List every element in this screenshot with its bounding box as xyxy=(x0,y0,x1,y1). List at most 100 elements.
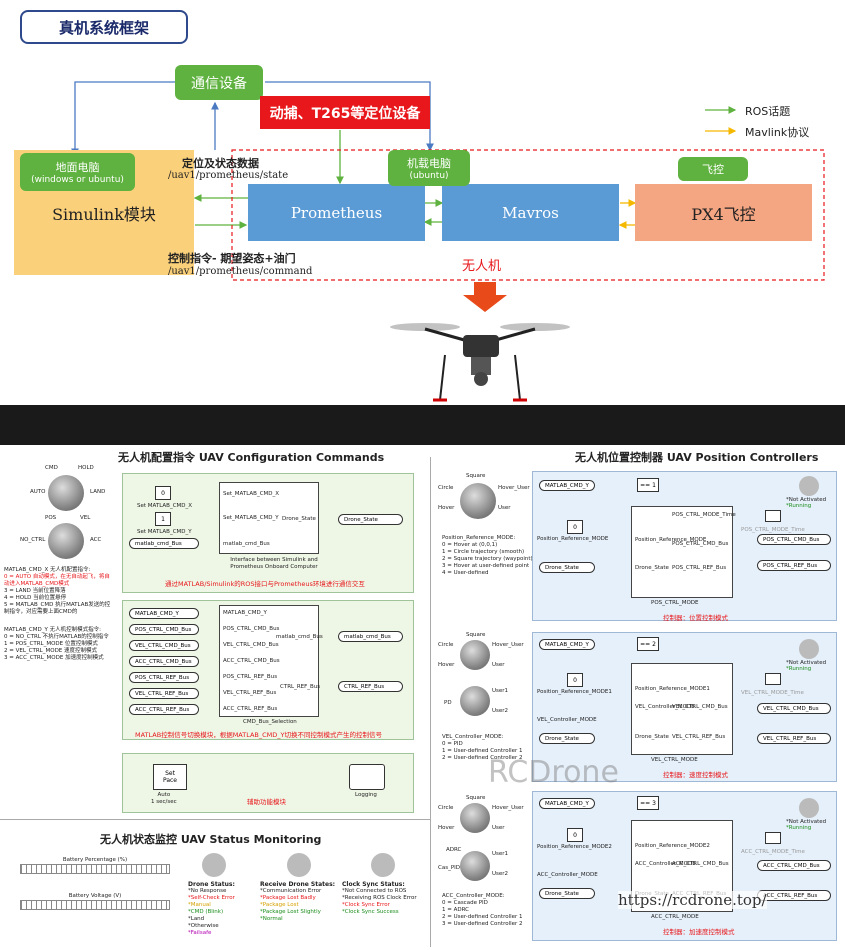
drone-status-legend: Drone Status: *No Response *Self-Check E… xyxy=(188,881,235,936)
vel-display-block[interactable] xyxy=(765,673,781,685)
vel-ctrl-mode-block[interactable]: Position_Reference_MODE1 VEL_CTRL_CMD_Bu… xyxy=(631,663,733,755)
drone-status-lamp xyxy=(202,853,226,877)
mavros-box: Mavros xyxy=(442,184,619,241)
acc-status-lamp xyxy=(799,798,819,818)
const-block-1[interactable]: 1 xyxy=(155,512,171,526)
acc-ref-mode-knob[interactable] xyxy=(460,803,490,833)
set-pace-block[interactable]: Set Pace xyxy=(153,764,187,790)
pos-controller-note: 控制器：位置控制模式 xyxy=(663,614,728,622)
pos-ref-mode-knob[interactable] xyxy=(460,483,496,519)
interface-note: 通过MATLAB/Simulink的ROS接口与Prometheus环境进行通信… xyxy=(165,580,365,588)
vel-mode-description: VEL_Controller_MODE: 0 = PID 1 = User-de… xyxy=(442,734,523,761)
pos-controller-panel: MATLAB_CMD_Y == 1 0 Position_Reference_M… xyxy=(532,471,837,622)
pos-ctrl-mode-caption: POS_CTRL_MODE xyxy=(651,600,699,606)
pos-controller-row: Square Circle Hover_User Hover User Posi… xyxy=(436,465,841,625)
cmd-bus-selection-panel: MATLAB_CMD_Y POS_CTRL_CMD_Bus VEL_CTRL_C… xyxy=(122,600,414,740)
vel-matlab-cmd-y-input[interactable]: MATLAB_CMD_Y xyxy=(539,639,595,650)
input-pos-ctrl-ref[interactable]: POS_CTRL_REF_Bus xyxy=(129,672,199,683)
simulink-label: Simulink模块 xyxy=(52,205,156,224)
set-y-label: Set MATLAB_CMD_Y xyxy=(137,529,192,535)
vel-ctrl-mode-caption: VEL_CTRL_MODE xyxy=(651,757,698,763)
acc-matlab-cmd-y-input[interactable]: MATLAB_CMD_Y xyxy=(539,798,595,809)
system-framework-diagram: 真机系统框架 通信设备 动捕、T265等定位设备 Simuli xyxy=(0,0,845,405)
cmd-bus-caption: CMD_Bus_Selection xyxy=(243,719,297,725)
const-block-0[interactable]: 0 xyxy=(155,486,171,500)
set-x-label: Set MATLAB_CMD_X xyxy=(137,503,193,509)
battery-voltage-gauge: Battery Voltage (V) xyxy=(20,893,170,915)
uav-label: 无人机 xyxy=(462,259,502,274)
logging-block[interactable] xyxy=(349,764,385,790)
state-data-label: 定位及状态数据 xyxy=(182,157,259,170)
interface-block[interactable]: Set_MATLAB_CMD_X Set_MATLAB_CMD_Y matlab… xyxy=(219,482,319,554)
divider-band xyxy=(0,405,845,445)
ctrl-ref-bus-output[interactable]: CTRL_REF_Bus xyxy=(338,681,403,692)
matlab-cmd-bus-input[interactable]: matlab_cmd_Bus xyxy=(129,538,199,549)
input-matlab-cmd-y[interactable]: MATLAB_CMD_Y xyxy=(129,608,199,619)
matlab-cmd-bus-output[interactable]: matlab_cmd_Bus xyxy=(338,631,403,642)
cmd-topic-label: /uav1/prometheus/command xyxy=(168,266,313,277)
cmd-bus-note: MATLAB控制信号切换模块，根据MATLAB_CMD_Y切换不同控制模式产生的… xyxy=(135,731,383,739)
ground-pc-sub: (windows or ubuntu) xyxy=(31,175,124,185)
knob1-label-auto: AUTO xyxy=(30,489,46,495)
pos-drone-state-input[interactable]: Drone_State xyxy=(539,562,595,573)
pos-ctrl-cmd-output[interactable]: POS_CTRL_CMD_Bus xyxy=(757,534,831,545)
pos-matlab-cmd-y-input[interactable]: MATLAB_CMD_Y xyxy=(539,480,595,491)
aux-note: 辅助功能模块 xyxy=(247,798,286,806)
acc-controller-mode-knob[interactable] xyxy=(460,851,490,881)
input-acc-ctrl-ref[interactable]: ACC_CTRL_REF_Bus xyxy=(129,704,199,715)
vertical-divider xyxy=(430,457,431,947)
px4-box: PX4飞控 xyxy=(635,184,812,241)
source-url: https://rcdrone.top/ xyxy=(618,891,767,909)
acc-ctrl-ref-output[interactable]: ACC_CTRL_REF_Bus xyxy=(757,890,831,901)
knob2-label-vel: VEL xyxy=(80,515,91,521)
horizontal-divider xyxy=(0,819,430,820)
vel-drone-state-input[interactable]: Drone_State xyxy=(539,733,595,744)
legend-ros: ROS话题 xyxy=(745,105,791,118)
vel-ctrl-ref-output[interactable]: VEL_CTRL_REF_Bus xyxy=(757,733,831,744)
acc-display-block[interactable] xyxy=(765,832,781,844)
controllers-area: Square Circle Hover_User Hover User Posi… xyxy=(436,465,841,945)
cmd-x-knob[interactable] xyxy=(48,475,84,511)
vel-controller-note: 控制器：速度控制模式 xyxy=(663,771,728,779)
battery-percentage-gauge: Battery Percentage (%) xyxy=(20,857,170,879)
knob2-label-pos: POS xyxy=(45,515,57,521)
vel-ctrl-cmd-output[interactable]: VEL_CTRL_CMD_Bus xyxy=(757,703,831,714)
pos-display-block[interactable] xyxy=(765,510,781,522)
receive-states-legend: Receive Drone States: *Communication Err… xyxy=(260,881,336,922)
cmd-bus-selection-block[interactable]: MATLAB_CMD_Y POS_CTRL_CMD_Bus VEL_CTRL_C… xyxy=(219,605,323,717)
acc-drone-state-input[interactable]: Drone_State xyxy=(539,888,595,899)
vel-ref-mode-knob[interactable] xyxy=(460,640,490,670)
acc-mode-description: ACC_Controller_MODE: 0 = Cascade PID 1 =… xyxy=(442,893,523,927)
input-vel-ctrl-cmd[interactable]: VEL_CTRL_CMD_Bus xyxy=(129,640,199,651)
clock-sync-legend: Clock Sync Status: *Not Connected to ROS… xyxy=(342,881,417,915)
pace-auto-label: Auto 1 sec/sec xyxy=(151,792,177,805)
cmd-y-knob[interactable] xyxy=(48,523,84,559)
knob2-label-acc: ACC xyxy=(90,537,102,543)
mocap-box: 动捕、T265等定位设备 xyxy=(260,96,430,129)
acc-ctrl-cmd-output[interactable]: ACC_CTRL_CMD_Bus xyxy=(757,860,831,871)
pos-compare-block[interactable]: == 1 xyxy=(637,478,659,492)
input-acc-ctrl-cmd[interactable]: ACC_CTRL_CMD_Bus xyxy=(129,656,199,667)
drone-illustration xyxy=(390,323,570,402)
input-pos-ctrl-cmd[interactable]: POS_CTRL_CMD_Bus xyxy=(129,624,199,635)
vel-controller-mode-knob[interactable] xyxy=(460,686,490,716)
acc-controller-row: Square Circle Hover_User Hover User ADRC… xyxy=(436,789,841,945)
input-vel-ctrl-ref[interactable]: VEL_CTRL_REF_Bus xyxy=(129,688,199,699)
knob1-label-cmd: CMD xyxy=(45,465,58,471)
knob2-label-noctrl: NO_CTRL xyxy=(20,537,46,543)
acc-ctrl-mode-caption: ACC_CTRL_MODE xyxy=(651,914,699,920)
acc-const-block[interactable]: 0 xyxy=(567,828,583,842)
acc-compare-block[interactable]: == 3 xyxy=(637,796,659,810)
pos-ctrl-mode-block[interactable]: POS_CTRL_MODE_Time Position_Reference_MO… xyxy=(631,506,736,598)
watermark-text: RCDrone xyxy=(488,755,619,790)
pos-const-block[interactable]: 0 xyxy=(567,520,583,534)
acc-controller-panel: MATLAB_CMD_Y == 3 0 Position_Reference_M… xyxy=(532,791,837,941)
drone-state-output[interactable]: Drone_State xyxy=(338,514,403,525)
comm-device-box: 通信设备 xyxy=(175,65,263,100)
vel-compare-block[interactable]: == 2 xyxy=(637,637,659,651)
clock-sync-lamp xyxy=(371,853,395,877)
pos-ctrl-ref-output[interactable]: POS_CTRL_REF_Bus xyxy=(757,560,831,571)
vel-const-block[interactable]: 0 xyxy=(567,673,583,687)
knob1-label-land: LAND xyxy=(90,489,106,495)
simulink-model-view: 无人机配置指令 UAV Configuration Commands 无人机位置… xyxy=(0,445,845,950)
